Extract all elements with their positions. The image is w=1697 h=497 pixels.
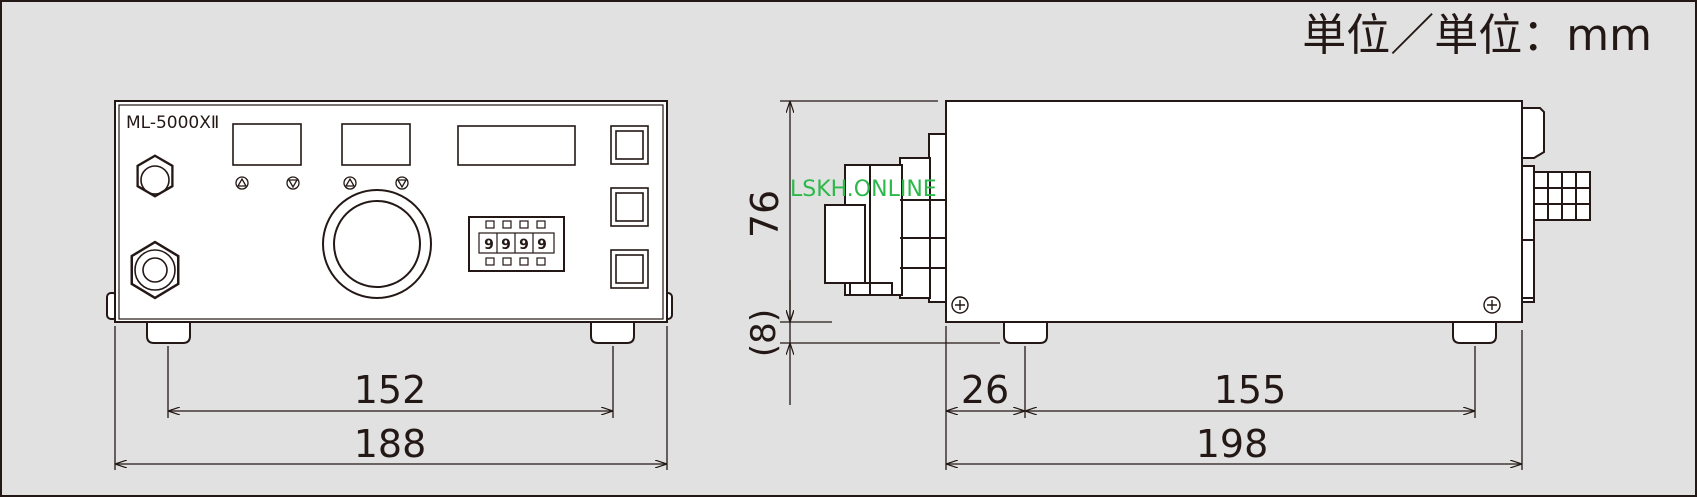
thumbwheel-up-key (502, 220, 512, 229)
side-screw-right (1483, 296, 1501, 314)
right-button-3 (615, 254, 644, 284)
dim-value-188: 188 (354, 422, 427, 466)
dim-value-26: 26 (961, 368, 1009, 412)
right-button-1 (615, 130, 644, 160)
right-button-3-frame (610, 249, 649, 289)
thumbwheel-down-key (485, 257, 495, 266)
right-button-2 (615, 192, 644, 222)
watermark: LSKH.ONLINE (790, 177, 937, 202)
up-arrow-icon (344, 177, 356, 187)
display-3 (457, 125, 576, 166)
side-foot-left (1003, 322, 1048, 344)
hex-connector-inner (140, 165, 170, 195)
dial-outer (322, 189, 432, 299)
front-body (114, 100, 668, 323)
side-body (945, 100, 1523, 323)
right-button-1-frame (610, 125, 649, 165)
up-arrow-icon (236, 177, 248, 187)
up-button-2 (343, 176, 357, 190)
round-connector-nut (130, 240, 180, 300)
thumbwheel-down-key (502, 257, 512, 266)
side-screw-left (951, 296, 969, 314)
thumbwheel-down-key (519, 257, 529, 266)
thumbwheel-up-key (485, 220, 495, 229)
side-view (824, 100, 1591, 344)
side-fuse-holder (1521, 239, 1535, 299)
thumbwheel-digit: 9 (519, 237, 529, 253)
display-2 (341, 123, 411, 166)
right-button-2-frame (610, 187, 649, 227)
down-button-2 (395, 176, 409, 190)
down-arrow-icon (287, 179, 299, 189)
thumbwheel-digit-window (478, 232, 555, 254)
thumbwheel-down-key (536, 257, 546, 266)
dim-value-155: 155 (1214, 368, 1287, 412)
model-label: ML-5000XⅡ (126, 113, 219, 133)
dimension-lines (114, 100, 1523, 470)
dim-value-8: (8) (744, 309, 784, 357)
side-connector-cap (824, 204, 866, 284)
front-foot-right (590, 322, 635, 344)
up-button-1 (235, 176, 249, 190)
dim-value-198: 198 (1196, 422, 1269, 466)
units-label: 単位／単位：mm (1302, 10, 1652, 61)
hex-connector (136, 154, 174, 198)
round-connector-ring (134, 249, 176, 291)
side-mount-plate (928, 133, 947, 303)
thumbwheel-up-key (519, 220, 529, 229)
dim-value-76: 76 (743, 190, 787, 238)
thumbwheel-digit: 9 (484, 237, 494, 253)
thumbwheel-switch (468, 216, 565, 272)
front-view (106, 100, 673, 344)
side-cable-gland (1521, 107, 1545, 159)
down-button-1 (286, 176, 300, 190)
display-1 (232, 123, 302, 166)
round-connector-inner (142, 257, 168, 283)
front-foot-left (146, 322, 191, 344)
thumbwheel-digit: 9 (501, 237, 511, 253)
dial-inner (333, 200, 421, 288)
thumbwheel-up-key (536, 220, 546, 229)
thumbwheel-digits: 9 9 9 9 (484, 237, 547, 253)
down-arrow-icon (396, 179, 408, 189)
dim-value-152: 152 (354, 368, 427, 412)
side-foot-right (1452, 322, 1497, 344)
thumbwheel-digit: 9 (537, 237, 547, 253)
front-panel (118, 104, 664, 320)
side-connector-block (899, 157, 931, 299)
